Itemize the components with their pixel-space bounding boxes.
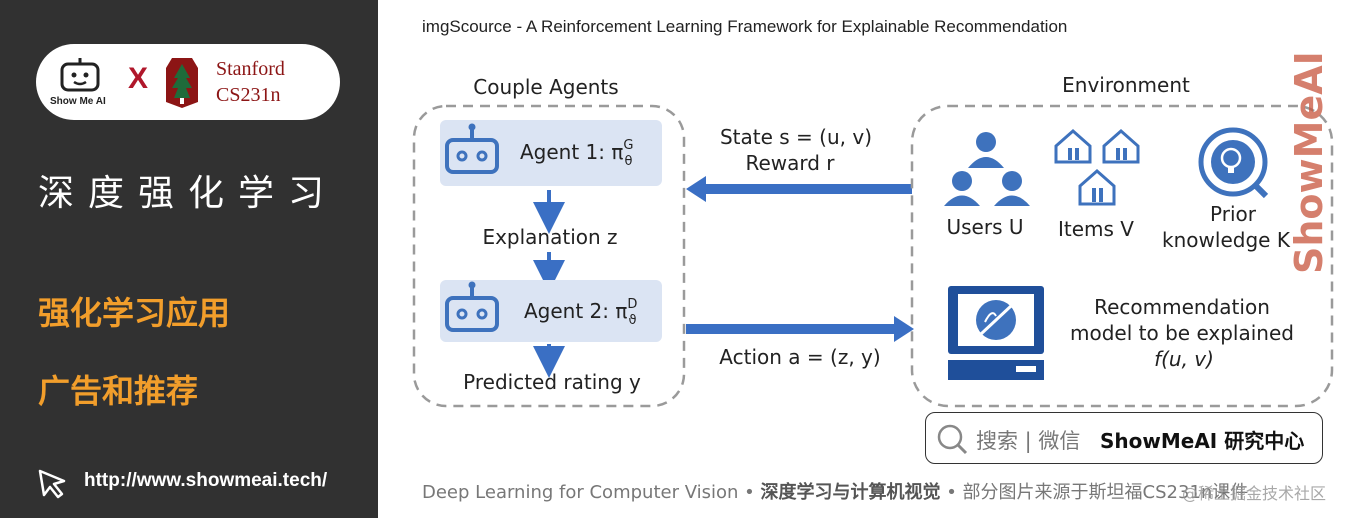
items-icon-doors — [1068, 148, 1127, 202]
section-title: 深度强化学习 — [38, 173, 339, 214]
items-label: Items V — [1058, 217, 1134, 241]
users-label: Users U — [946, 215, 1023, 239]
predicted-rating-label: Predicted rating y — [463, 370, 641, 394]
state-label: State s = (u, v) — [720, 125, 872, 149]
prior-label-2: knowledge K — [1162, 228, 1291, 252]
recommendation-line1: Recommendation — [1094, 295, 1270, 319]
explanation-label: Explanation z — [482, 225, 617, 249]
logo-card: Show Me AI X Stanford CS231n — [36, 44, 340, 120]
search-box[interactable]: 搜索 | 微信 ShowMeAI 研究中心 — [925, 412, 1323, 464]
stanford-line1: Stanford — [216, 58, 285, 80]
platform-watermark: @稀土掘金技术社区 — [1182, 484, 1327, 503]
subtitle-ads-recommendation: 广告和推荐 — [38, 372, 199, 410]
action-label: Action a = (z, y) — [719, 345, 880, 369]
footer-course-en: Deep Learning for Computer Vision — [422, 482, 739, 503]
recommendation-line2: model to be explained — [1070, 321, 1294, 345]
stanford-line2: CS231n — [216, 84, 281, 106]
couple-agents-box — [412, 104, 686, 408]
arrow-state-head — [686, 176, 706, 202]
logo-caption: Show Me AI — [50, 96, 106, 107]
prior-label-1: Prior — [1210, 202, 1257, 226]
search-placeholder: 搜索 | 微信 — [976, 429, 1081, 453]
recommendation-model-icon — [948, 286, 1044, 380]
footer: Deep Learning for Computer Vision • 深度学习… — [422, 478, 1248, 504]
showmeai-watermark: ShowMeAI — [1292, 51, 1331, 274]
sidebar: Show Me AI X Stanford CS231n 深度强化学习 强化学习… — [0, 0, 378, 518]
environment-box — [910, 104, 1334, 408]
footer-course-zh: 深度学习与计算机视觉 — [760, 482, 941, 503]
website-link[interactable]: http://www.showmeai.tech/ — [84, 470, 328, 491]
footer-sep-1: • — [738, 482, 761, 503]
search-icon — [937, 424, 968, 455]
svg-text:ShowMeAI: ShowMeAI — [1292, 51, 1331, 274]
stanford-wordmark: Stanford CS231n — [216, 56, 285, 108]
items-icon — [1054, 128, 1140, 206]
logo-x: X — [128, 62, 149, 95]
footer-sep-2: • — [940, 482, 963, 503]
agent2-robot-icon — [445, 281, 499, 332]
users-icon — [944, 132, 1030, 206]
environment-label: Environment — [1062, 73, 1190, 97]
footer-source-note: 部分图片来源于斯坦福CS231n课件 — [962, 482, 1249, 503]
showmeai-robot-icon — [60, 58, 100, 92]
prior-knowledge-icon — [1198, 127, 1269, 199]
subtitle-rl-applications: 强化学习应用 — [38, 294, 231, 332]
stanford-tree-icon — [166, 58, 198, 108]
couple-agents-label: Couple Agents — [473, 75, 618, 99]
agent1-robot-icon — [445, 123, 499, 174]
reward-label: Reward r — [745, 151, 835, 175]
arrow-action-head — [894, 316, 914, 342]
image-source-caption: imgScource - A Reinforcement Learning Fr… — [422, 17, 1068, 36]
search-brand: ShowMeAI 研究中心 — [1100, 429, 1305, 453]
cursor-click-icon — [38, 469, 66, 499]
recommendation-line3: f(u, v) — [1154, 347, 1214, 371]
